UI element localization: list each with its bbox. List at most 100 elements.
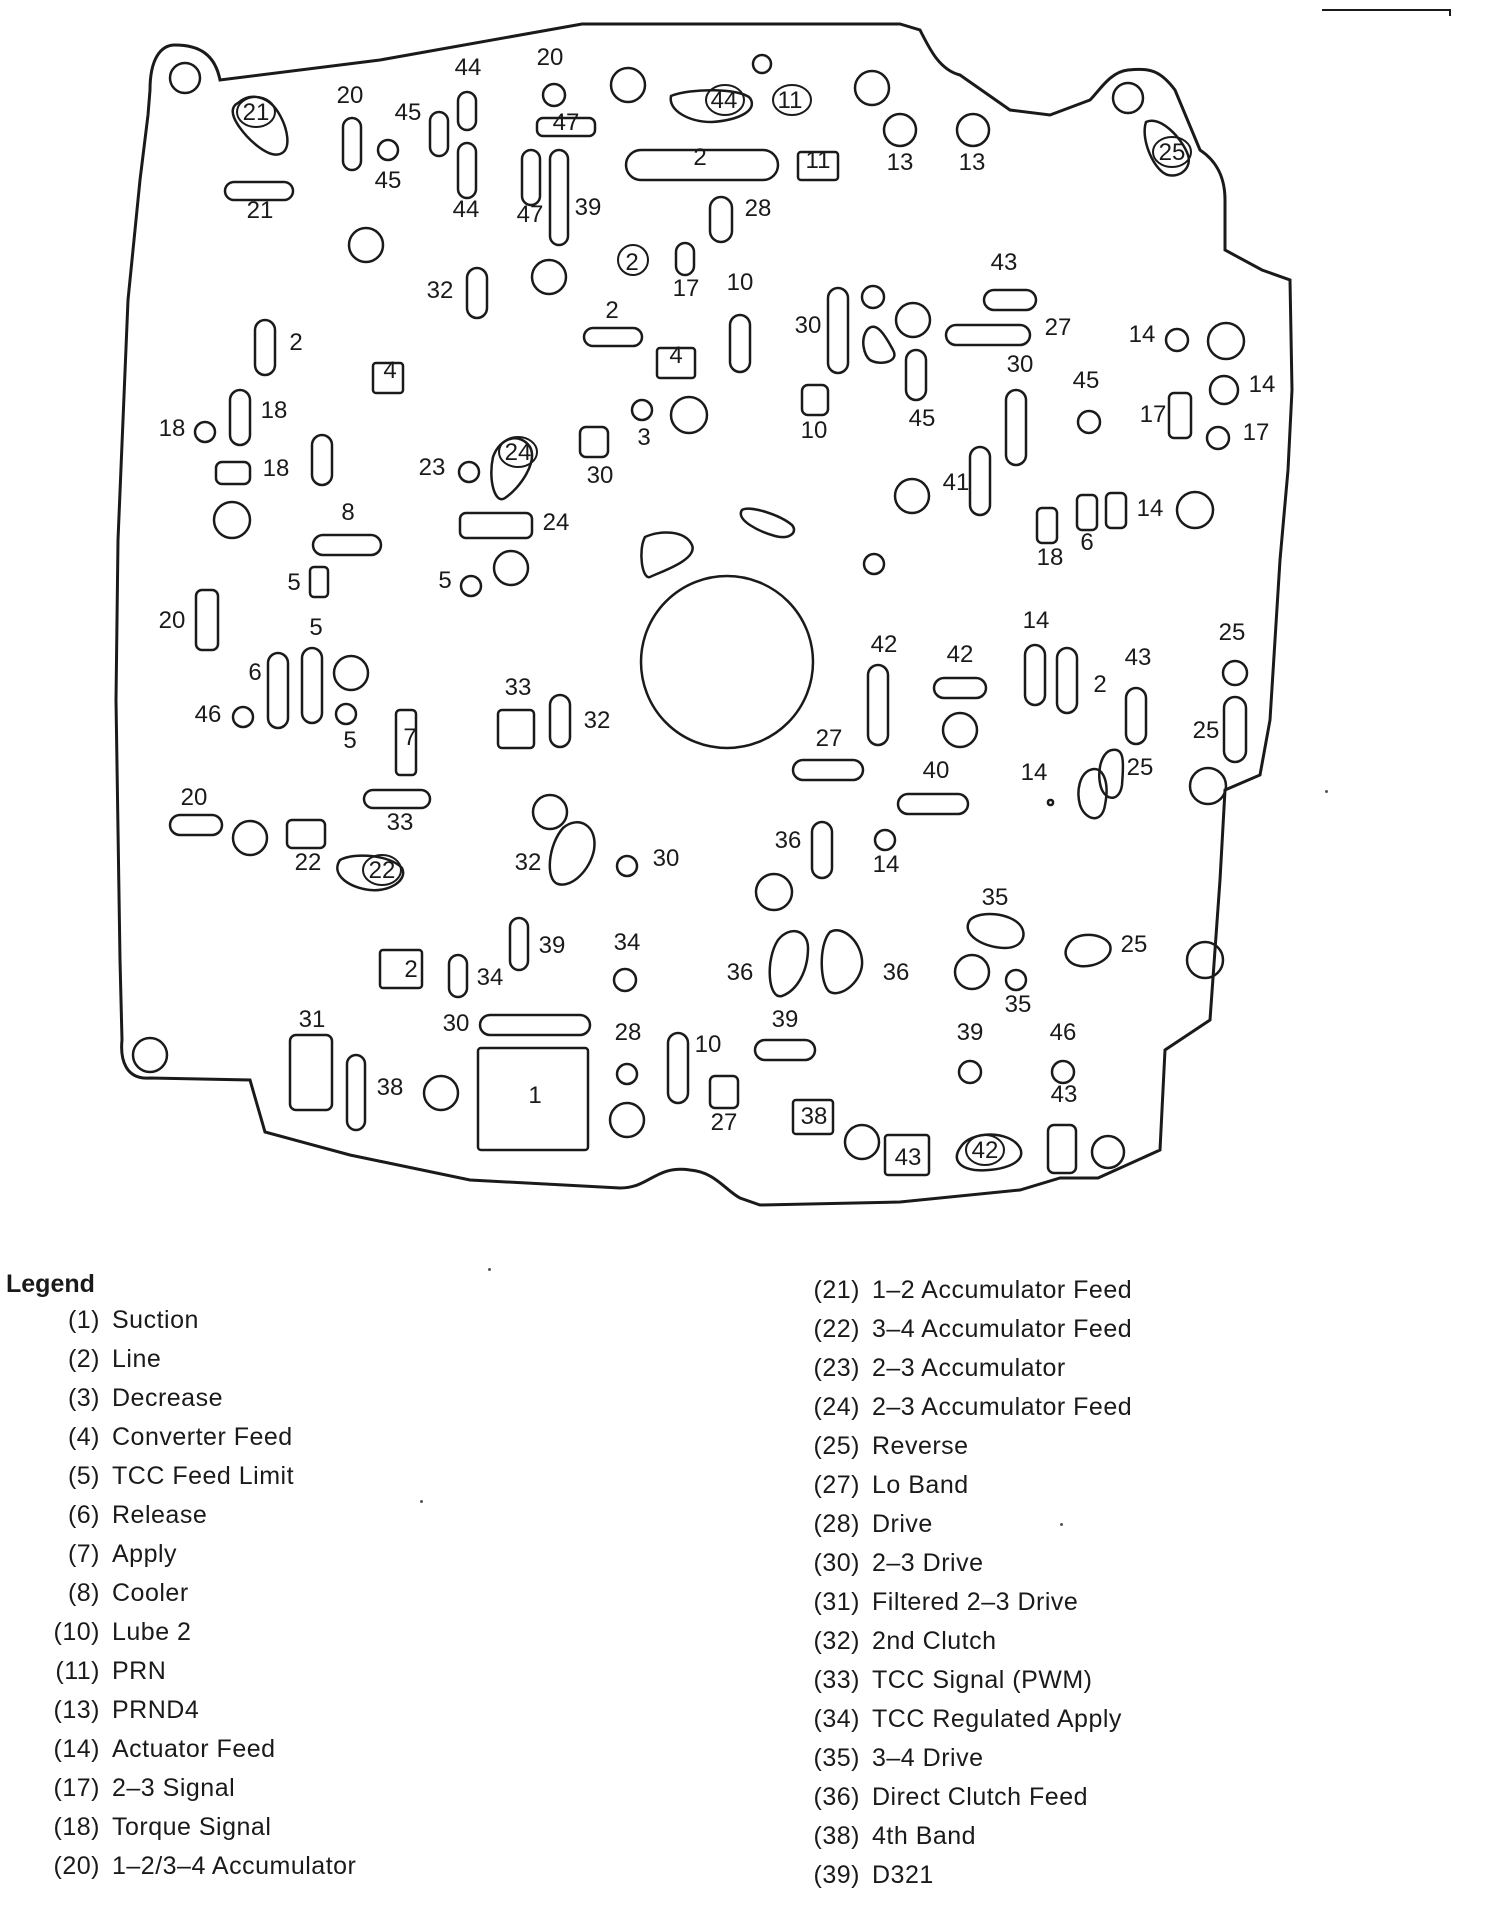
passage-port — [456, 141, 478, 200]
passage-number-label: 5 — [343, 727, 356, 754]
legend-item-number: (11) — [55, 1657, 100, 1685]
passage-port — [394, 708, 418, 777]
passage-port — [624, 148, 780, 182]
passage-number-label: 34 — [477, 964, 504, 991]
passage-port — [428, 110, 450, 158]
passage-number-label: 30 — [443, 1010, 470, 1037]
passage-port — [609, 66, 647, 104]
legend-item-label: D321 — [872, 1861, 934, 1889]
legend-item-number: (18) — [53, 1813, 100, 1841]
passage-number-label: 22 — [369, 857, 396, 884]
passage-cavity — [548, 821, 596, 886]
circled-labels-layer — [236, 84, 1192, 1166]
legend-item-label: 2nd Clutch — [872, 1627, 997, 1655]
passage-cavity — [862, 325, 896, 364]
passage-port — [345, 1053, 367, 1132]
legend-item: (24) 2–3 Accumulator Feed — [800, 1393, 1132, 1422]
passage-port — [728, 313, 752, 374]
passage-port — [796, 150, 840, 182]
passage-number-label: 3 — [637, 424, 650, 451]
passage-number-label: 45 — [1073, 367, 1100, 394]
passage-port — [904, 348, 928, 402]
passage-number-label: 14 — [1137, 495, 1164, 522]
legend-item-number: (1) — [67, 1306, 100, 1334]
legend-item-number: (14) — [53, 1735, 100, 1763]
passage-number-label: 4 — [383, 357, 396, 384]
passage-port — [457, 460, 481, 484]
passage-port — [932, 676, 988, 700]
passage-port — [231, 819, 269, 857]
passage-number-label: 14 — [1129, 321, 1156, 348]
legend-item: (28)Drive — [800, 1510, 933, 1539]
passage-cavity — [739, 507, 796, 539]
circled-label-ring — [498, 436, 538, 468]
legend-item-number: (24) — [813, 1393, 860, 1421]
passage-port — [371, 361, 405, 395]
passage-number-label: 36 — [727, 959, 754, 986]
legend-item: (18) Torque Signal — [40, 1813, 271, 1842]
legend-item-label: Suction — [112, 1306, 199, 1334]
passage-port — [1050, 1059, 1076, 1085]
passage-number-label: 10 — [727, 269, 754, 296]
legend-item-label: Torque Signal — [112, 1813, 272, 1841]
legend-item-number: (39) — [813, 1861, 860, 1889]
passage-port — [1205, 425, 1231, 451]
passage-port — [639, 574, 815, 750]
passage-number-label: 32 — [584, 707, 611, 734]
passage-port — [941, 711, 979, 749]
passage-number-label: 25 — [1121, 931, 1148, 958]
passage-number-label: 18 — [263, 455, 290, 482]
passage-port — [1035, 506, 1059, 545]
passage-number-label: 38 — [801, 1103, 828, 1130]
legend-item: (14)Actuator Feed — [40, 1735, 276, 1764]
passage-number-label: 4 — [669, 342, 682, 369]
passage-port — [285, 818, 327, 850]
passage-number-label: 43 — [991, 249, 1018, 276]
passage-cavity — [768, 929, 810, 998]
passage-number-label: 39 — [539, 932, 566, 959]
passage-port — [1104, 491, 1128, 530]
passage-port — [478, 1013, 592, 1037]
passage-port — [1075, 493, 1099, 532]
circled-label-ring — [1152, 136, 1192, 168]
passage-port — [666, 1031, 690, 1105]
legend-item-label: Converter Feed — [112, 1423, 293, 1451]
passage-port — [311, 533, 383, 557]
legend-item: (8)Cooler — [40, 1579, 189, 1608]
passage-port — [1004, 388, 1028, 467]
passage-number-label: 27 — [816, 725, 843, 752]
passage-number-label: 27 — [1045, 314, 1072, 341]
passage-number-label: 25 — [1219, 619, 1246, 646]
passage-port — [896, 792, 970, 816]
passage-port — [968, 445, 992, 517]
legend-item-number: (4) — [67, 1423, 100, 1451]
passage-port — [131, 1036, 169, 1074]
legend-item-label: 2–3 Signal — [112, 1774, 236, 1802]
passage-port — [953, 953, 991, 991]
passage-cavity — [1064, 933, 1112, 968]
legend-item-number: (21) — [813, 1276, 860, 1304]
passage-port — [378, 948, 424, 990]
passage-number-label: 45 — [909, 405, 936, 432]
passage-port — [476, 1046, 590, 1152]
passage-port — [883, 1133, 931, 1177]
passage-cavity — [669, 89, 754, 124]
legend-item: (30)2–3 Drive — [800, 1549, 984, 1578]
passage-port — [674, 241, 696, 277]
legend-item-number: (13) — [53, 1696, 100, 1724]
passage-port — [168, 813, 224, 837]
legend-item-label: TCC Feed Limit — [112, 1462, 295, 1490]
legend-item: (34)TCC Regulated Apply — [800, 1705, 1122, 1734]
legend-item-number: (31) — [813, 1588, 860, 1616]
passage-port — [608, 1101, 646, 1139]
passage-port — [334, 702, 358, 726]
legend-item-label: 2–3 Accumulator Feed — [872, 1393, 1133, 1421]
passage-number-label: 30 — [795, 312, 822, 339]
passage-port — [300, 646, 324, 725]
passage-number-label: 28 — [745, 195, 772, 222]
legend-item: (20)1–2/3–4 Accumulator — [40, 1852, 356, 1881]
passage-cavity — [820, 929, 864, 995]
legend-item: (31)Filtered 2–3 Drive — [800, 1588, 1078, 1617]
passage-number-label: 18 — [261, 397, 288, 424]
